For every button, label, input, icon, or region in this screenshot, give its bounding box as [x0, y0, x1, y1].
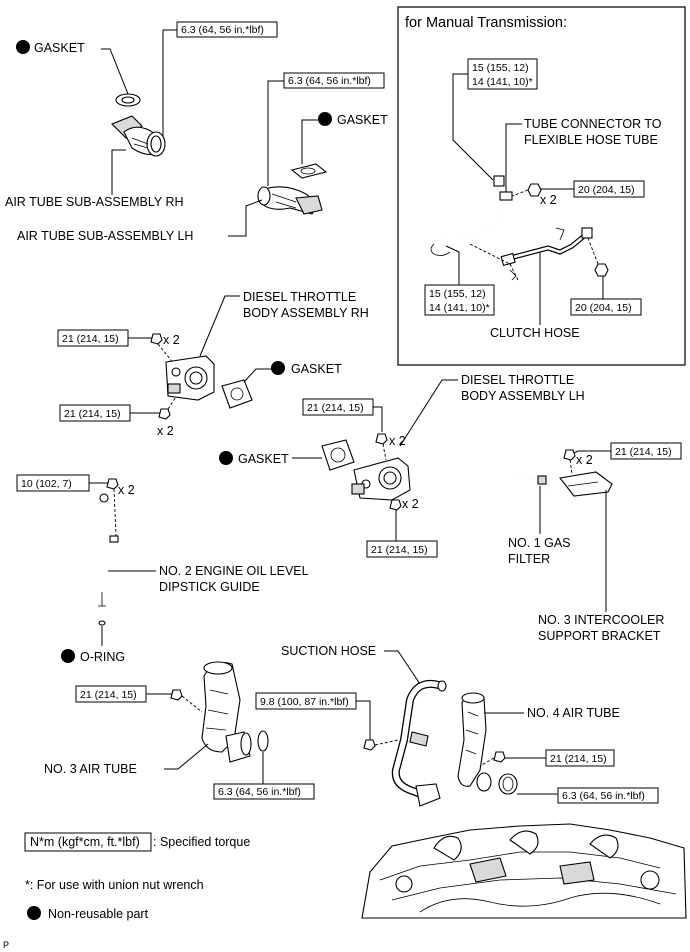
- legend-torque-desc: : Specified torque: [153, 835, 250, 849]
- qty-x2-throttle-rh-bottom: x 2: [157, 424, 174, 438]
- legend-nonreusable-text: Non-reusable part: [48, 907, 149, 921]
- throttle-rh-label-line1: DIESEL THROTTLE: [243, 290, 356, 304]
- torque-21-b: 21 (214, 15): [64, 408, 121, 420]
- throttle-lh-label-line1: DIESEL THROTTLE: [461, 373, 574, 387]
- torque-6-3-d: 6.3 (64, 56 in.*lbf): [218, 786, 301, 798]
- non-reusable-marker-gasket-2: [318, 112, 332, 126]
- torque-box-21-d: [366, 540, 438, 558]
- gasket-label-1: GASKET: [34, 41, 85, 55]
- suction-hose-label: SUCTION HOSE: [281, 644, 376, 658]
- o-ring-label: O-RING: [80, 650, 125, 664]
- tube-connector-label-line1: TUBE CONNECTOR TO: [524, 117, 662, 131]
- throttle-body-lh-part: [351, 457, 411, 501]
- dipstick-label-line1: NO. 2 ENGINE OIL LEVEL: [159, 564, 309, 578]
- legend-torque-unit: N*m (kgf*cm, ft.*lbf): [30, 835, 140, 849]
- air-tube-rh-label: AIR TUBE SUB-ASSEMBLY RH: [5, 195, 184, 209]
- legend-union-note: *: For use with union nut wrench: [25, 878, 204, 892]
- no3-tube-clamp: [257, 730, 269, 752]
- tube-connector-label-line2: FLEXIBLE HOSE TUBE: [524, 133, 658, 147]
- no3-air-tube-label: NO. 3 AIR TUBE: [44, 762, 137, 776]
- torque-21-f: 21 (214, 15): [550, 753, 607, 765]
- qty-x2-throttle-lh-bottom: x 2: [402, 497, 419, 511]
- no4-air-tube-part: [457, 692, 492, 792]
- torque-21-d: 21 (214, 15): [371, 544, 428, 556]
- torque-15-upper: 15 (155, 12): [472, 62, 529, 74]
- torque-14-upper: 14 (141, 10)*: [472, 76, 533, 88]
- gasket-part-2: [290, 163, 328, 179]
- gasket-label-4: GASKET: [238, 452, 289, 466]
- bolt-suction-hose: [363, 739, 376, 751]
- suction-hose-part: [391, 679, 447, 807]
- clutch-hose-label: CLUTCH HOSE: [490, 326, 580, 340]
- torque-10: 10 (102, 7): [21, 478, 72, 490]
- o-ring-part: [98, 620, 106, 626]
- torque-box-6-3-c: [557, 787, 659, 804]
- nut-throttle-lh-top: [375, 433, 388, 445]
- torque-box-6-3-d: [213, 783, 315, 800]
- intercooler-label-line1: NO. 3 INTERCOOLER: [538, 613, 664, 627]
- torque-6-3-b: 6.3 (64, 56 in.*lbf): [288, 75, 371, 87]
- torque-21-e: 21 (214, 15): [615, 446, 672, 458]
- throttle-body-rh-part: [165, 355, 215, 401]
- tube-connector-part: [430, 175, 513, 256]
- torque-15-lower: 15 (155, 12): [429, 288, 486, 300]
- torque-box-15-upper: [467, 58, 538, 90]
- bolt-bracket: [563, 449, 576, 461]
- gas-filter-label-line2: FILTER: [508, 552, 550, 566]
- qty-x2-throttle-lh-top: x 2: [389, 434, 406, 448]
- manual-transmission-title: for Manual Transmission:: [405, 15, 567, 31]
- air-tube-lh-part: [257, 186, 323, 215]
- torque-21-a: 21 (214, 15): [62, 333, 119, 345]
- throttle-lh-label-line2: BODY ASSEMBLY LH: [461, 389, 585, 403]
- bolt-throttle-lh-bottom: [389, 499, 402, 511]
- non-reusable-marker-gasket-4: [219, 451, 233, 465]
- torque-20-upper: 20 (204, 15): [578, 184, 635, 196]
- torque-9-8: 9.8 (100, 87 in.*lbf): [260, 696, 349, 708]
- gas-filter-part: [515, 456, 551, 493]
- bolt-dipstick: [106, 478, 119, 490]
- hose-clamp-part: [498, 773, 518, 795]
- bolt-throttle-rh-bottom: [158, 408, 171, 420]
- qty-x2-manual: x 2: [540, 193, 557, 207]
- qty-x2-dipstick: x 2: [118, 483, 135, 497]
- gasket-label-2: GASKET: [337, 113, 388, 127]
- nut-throttle-rh-top: [150, 333, 163, 345]
- torque-box-20-lower: [570, 298, 642, 316]
- gasket-throttle-lh-part: [321, 439, 355, 471]
- engine-illustration: [361, 823, 687, 919]
- no4-air-tube-label: NO. 4 AIR TUBE: [527, 706, 620, 720]
- clutch-hose-part: [500, 227, 593, 267]
- qty-x2-bracket: x 2: [576, 453, 593, 467]
- bolt-no3-tube: [170, 689, 183, 701]
- no3-air-tube-part: [201, 661, 252, 763]
- bolt-20-lower: [594, 263, 609, 277]
- air-tube-rh-part: [111, 115, 166, 157]
- corner-code: P: [3, 940, 9, 950]
- torque-14-lower: 14 (141, 10)*: [429, 302, 490, 314]
- air-tube-lh-label: AIR TUBE SUB-ASSEMBLY LH: [17, 229, 193, 243]
- legend-torque-box: [24, 832, 152, 852]
- dipstick-guide-part: [98, 493, 119, 607]
- intercooler-label-line2: SUPPORT BRACKET: [538, 629, 661, 643]
- gasket-part-1: [115, 93, 141, 107]
- qty-x2-throttle-rh-top: x 2: [163, 333, 180, 347]
- torque-20-lower: 20 (204, 15): [575, 302, 632, 314]
- throttle-rh-label-line2: BODY ASSEMBLY RH: [243, 306, 369, 320]
- bolt-no4-tube: [493, 751, 506, 763]
- intercooler-bracket-part: [558, 471, 613, 497]
- torque-21-g: 21 (214, 15): [80, 689, 137, 701]
- gasket-throttle-rh-part: [221, 379, 253, 409]
- dipstick-label-line2: DIPSTICK GUIDE: [159, 580, 260, 594]
- non-reusable-marker-o-ring: [61, 649, 75, 663]
- torque-21-c: 21 (214, 15): [307, 402, 364, 414]
- torque-6-3-a: 6.3 (64, 56 in.*lbf): [181, 24, 264, 36]
- gas-filter-label-line1: NO. 1 GAS: [508, 536, 571, 550]
- non-reusable-marker-gasket-3: [271, 361, 285, 375]
- gasket-label-3: GASKET: [291, 362, 342, 376]
- non-reusable-marker-gasket-1: [16, 40, 30, 54]
- torque-6-3-c: 6.3 (64, 56 in.*lbf): [562, 790, 645, 802]
- legend-nonreusable-marker: [27, 906, 41, 920]
